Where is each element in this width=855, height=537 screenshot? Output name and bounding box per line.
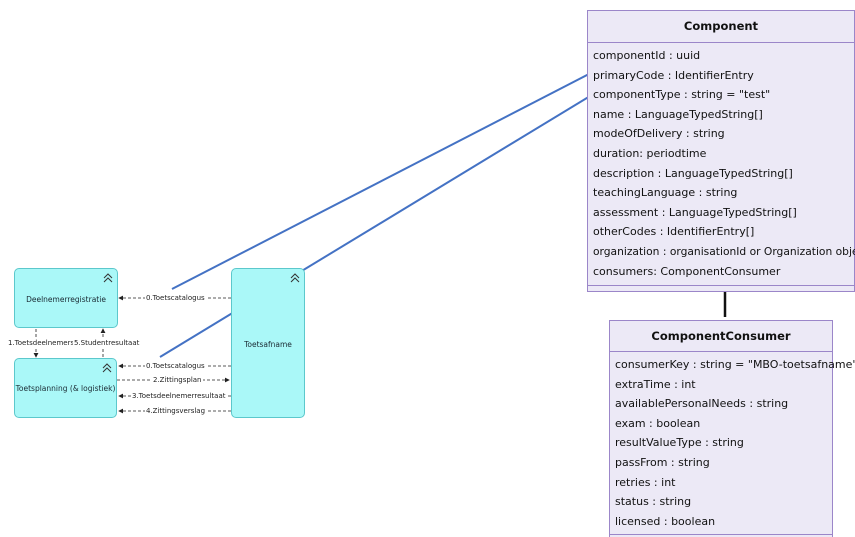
component-attribute: name : LanguageTypedString[] [593,107,763,121]
component-attribute: modeOfDelivery : string [593,127,725,141]
consumer-attribute: extraTime : int [615,377,696,391]
component-attribute: componentType : string = "test" [593,88,771,102]
application-component-icon [290,273,300,283]
flow-label-toetsdeelnemers: 1.Toetsdeelnemers [7,339,76,348]
deelnemerregistratie-label: Deelnemerregistratie [26,295,106,304]
application-component-icon [102,363,112,373]
flow-label-zittingsverslag: 4.Zittingsverslag [145,407,207,416]
toetsplanning-component[interactable]: Toetsplanning (& logistiek) [14,358,117,418]
component-attribute: description : LanguageTypedString[] [593,166,793,180]
class-separator [610,351,832,352]
component-class[interactable]: Component componentId : uuid primaryCode… [587,10,855,292]
flow-label-toetscatalogus-bottom: 0.Toetscatalogus [145,362,206,371]
component-consumer-class-title: ComponentConsumer [651,329,791,343]
component-attribute: teachingLanguage : string [593,186,738,200]
component-consumer-class[interactable]: ComponentConsumer consumerKey : string =… [609,320,855,537]
flow-label-toetsdeelnemerresultaat: 3.Toetsdeelnemerresultaat [131,392,227,401]
consumer-attribute-list: consumerKey : string = "MBO-toetsafname"… [610,352,855,531]
consumer-attribute: retries : int [615,475,676,489]
class-separator [588,285,854,286]
toetsplanning-label: Toetsplanning (& logistiek) [15,384,116,393]
toetsafname-component[interactable]: Toetsafname [231,268,305,418]
flow-label-toetscatalogus-top: 0.Toetscatalogus [145,294,206,303]
component-class-title: Component [683,19,759,33]
component-attribute-list: componentId : uuid primaryCode : Identif… [588,43,855,281]
consumer-attribute: consumerKey : string = "MBO-toetsafname" [615,358,855,371]
component-attribute: primaryCode : IdentifierEntry [593,68,754,82]
class-separator [610,534,832,535]
component-attribute: consumers: ComponentConsumer [593,264,781,278]
consumer-attribute: licensed : boolean [615,514,716,528]
flow-label-zittingsplan: 2.Zittingsplan [152,376,203,385]
component-attribute: duration: periodtime [593,146,707,160]
class-separator [588,42,854,43]
flow-label-studentresultaat: 5.Studentresultaat [73,339,141,348]
consumer-attribute: status : string [615,495,692,509]
consumer-attribute: availablePersonalNeeds : string [615,397,789,411]
toetsafname-label: Toetsafname [244,340,292,349]
component-attribute: organization : organisationId or Organiz… [593,244,855,258]
component-attribute: otherCodes : IdentifierEntry[] [593,225,755,239]
deelnemerregistratie-component[interactable]: Deelnemerregistratie [14,268,118,328]
component-attribute: assessment : LanguageTypedString[] [593,205,797,219]
consumer-attribute: passFrom : string [615,455,710,469]
consumer-attribute: exam : boolean [615,416,701,430]
component-attribute: componentId : uuid [593,49,701,62]
consumer-attribute: resultValueType : string [615,436,744,450]
application-component-icon [103,273,113,283]
